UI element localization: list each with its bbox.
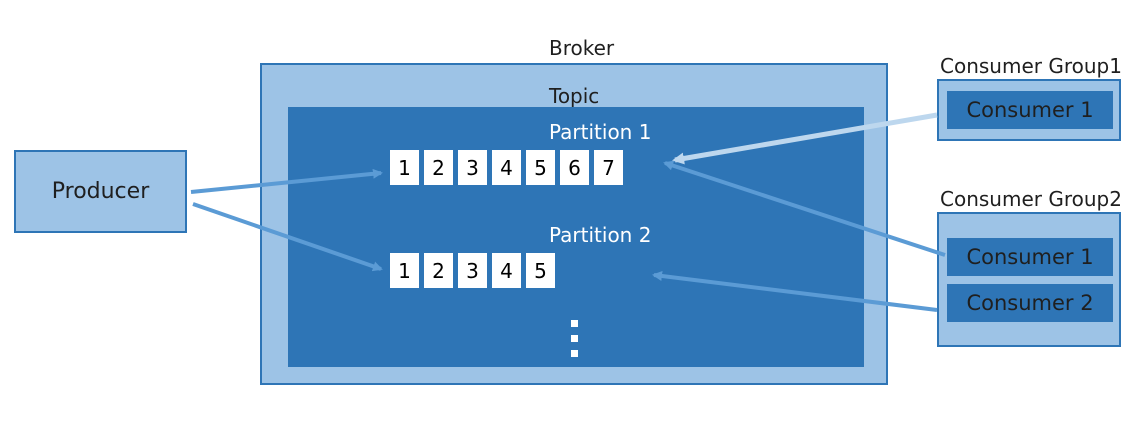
consumer-label: Consumer 2 bbox=[966, 291, 1094, 315]
group2-consumer2-to-partition-2-arrow bbox=[652, 271, 938, 312]
broker-label: Broker bbox=[549, 36, 615, 60]
partition-1-offset: 5 bbox=[526, 150, 555, 185]
partition-1-offset: 4 bbox=[492, 150, 521, 185]
consumer-group-2-consumer-2: Consumer 2 bbox=[947, 284, 1113, 322]
producer-to-partition-1-arrow bbox=[190, 168, 383, 194]
producer-box: Producer bbox=[14, 150, 187, 233]
partition-2-offset: 4 bbox=[492, 253, 521, 288]
partition-2-offset: 2 bbox=[424, 253, 453, 288]
consumer-label: Consumer 1 bbox=[966, 245, 1094, 269]
consumer-group-2-label: Consumer Group2 bbox=[940, 187, 1122, 211]
partition-2-label: Partition 2 bbox=[549, 223, 652, 247]
partition-1-offset: 2 bbox=[424, 150, 453, 185]
partition-2-log: 1 2 3 4 5 bbox=[390, 253, 560, 288]
more-partitions-ellipsis-icon bbox=[571, 320, 578, 357]
group1-consumer1-to-partition-1-arrow bbox=[672, 112, 938, 165]
group2-consumer1-to-partition-1-arrow bbox=[663, 160, 946, 257]
partition-1-offset: 6 bbox=[560, 150, 589, 185]
partition-2-offset: 3 bbox=[458, 253, 487, 288]
consumer-group-1-box: Consumer 1 bbox=[937, 79, 1121, 141]
consumer-group-1-label: Consumer Group1 bbox=[940, 54, 1122, 78]
partition-1-label: Partition 1 bbox=[549, 120, 652, 144]
consumer-group-1-consumer-1: Consumer 1 bbox=[947, 91, 1113, 129]
partition-2-offset: 5 bbox=[526, 253, 555, 288]
consumer-group-2-box: Consumer 1 Consumer 2 bbox=[937, 212, 1121, 347]
consumer-group-2-consumer-1: Consumer 1 bbox=[947, 238, 1113, 276]
producer-label: Producer bbox=[51, 179, 150, 204]
partition-2-offset: 1 bbox=[390, 253, 419, 288]
topic-label: Topic bbox=[549, 84, 600, 108]
partition-1-offset: 1 bbox=[390, 150, 419, 185]
partition-1-offset: 3 bbox=[458, 150, 487, 185]
producer-to-partition-2-arrow bbox=[192, 202, 383, 272]
partition-1-log: 1 2 3 4 5 6 7 bbox=[390, 150, 630, 185]
consumer-label: Consumer 1 bbox=[966, 98, 1094, 122]
partition-1-offset: 7 bbox=[594, 150, 623, 185]
